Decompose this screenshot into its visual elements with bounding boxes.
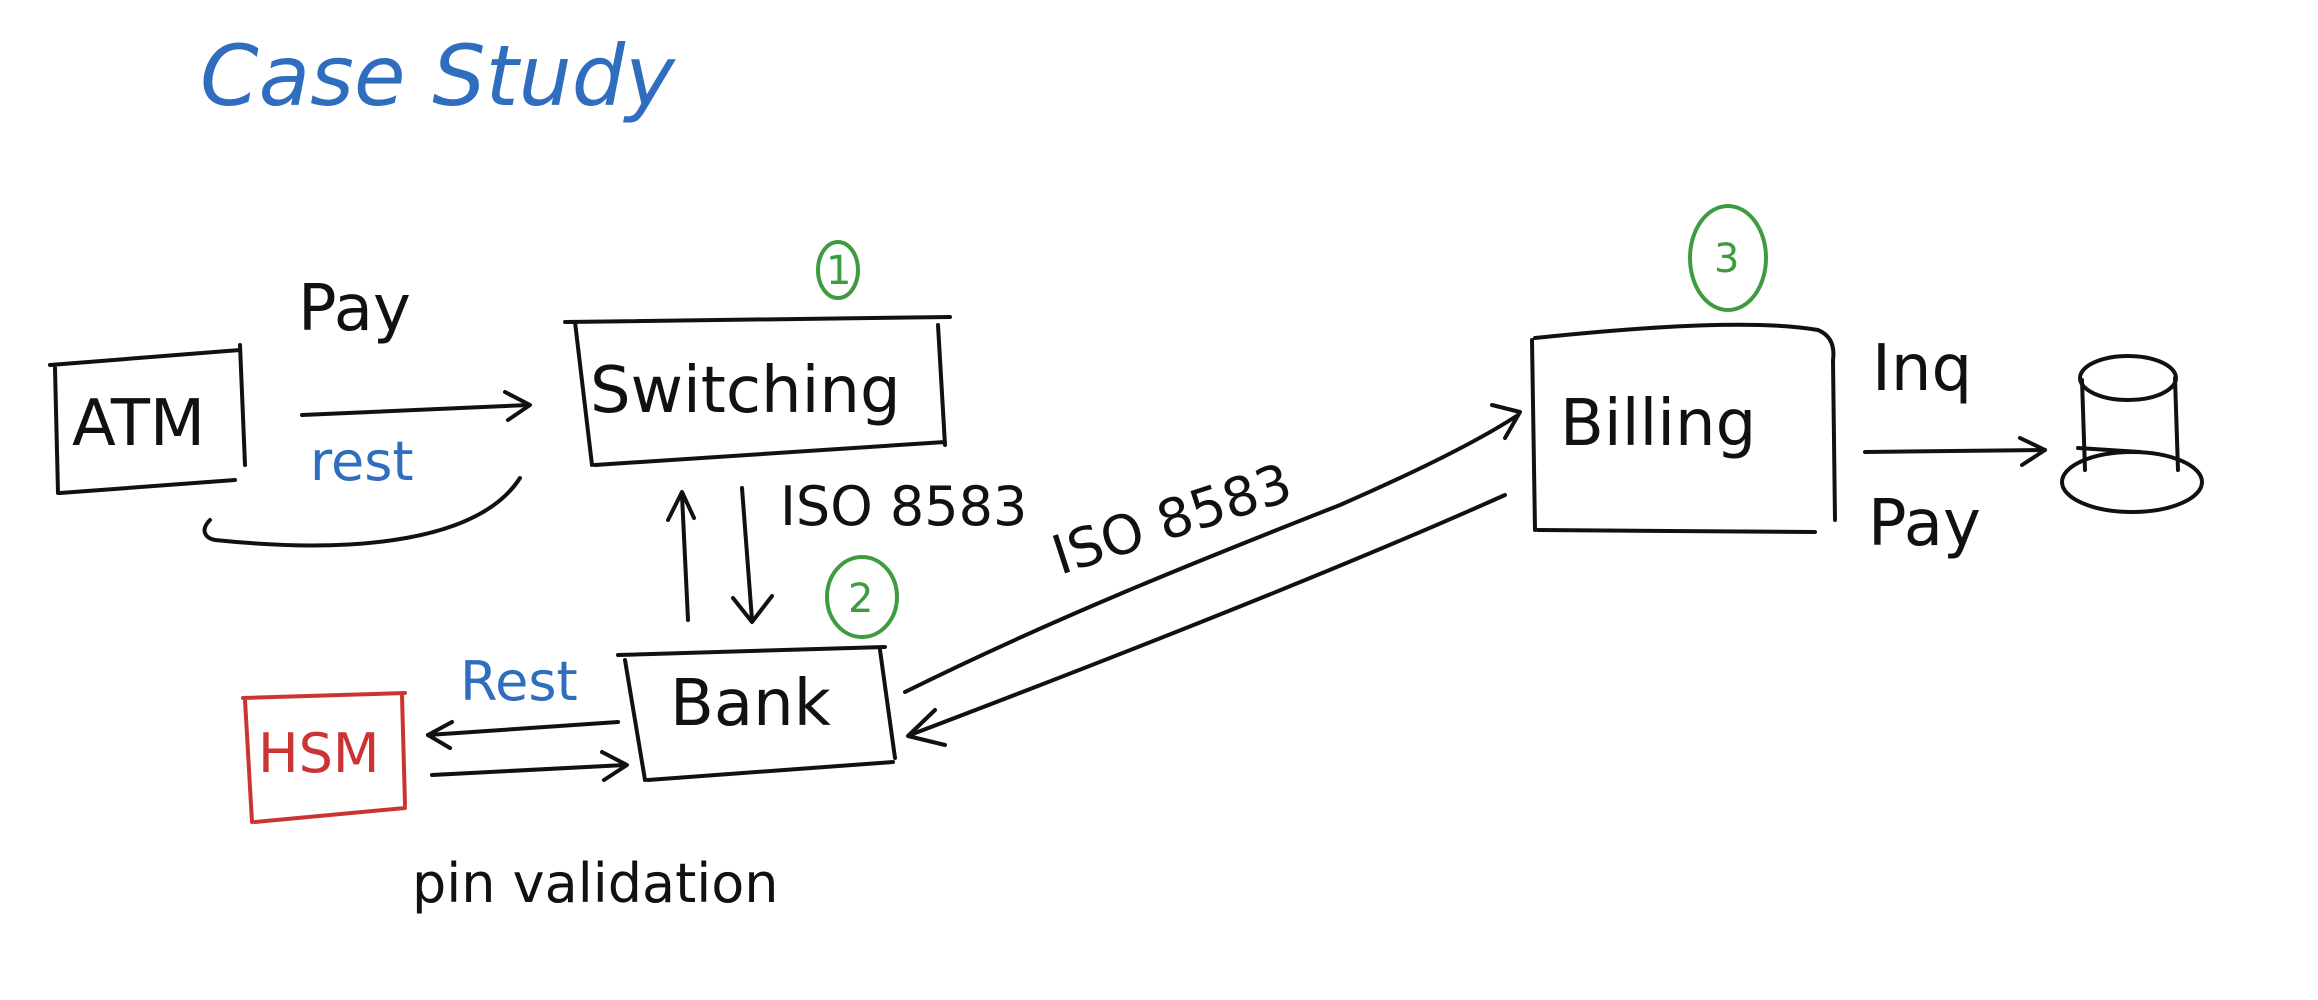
hsm-node: HSM	[241, 691, 407, 824]
step-badge-2-label: 2	[848, 576, 873, 622]
bank-billing-iso-label: ISO 8583	[1045, 451, 1300, 587]
bank-node: Bank	[616, 645, 897, 782]
atm-label: ATM	[72, 387, 205, 461]
switching-to-atm-arrow	[202, 476, 522, 548]
billing-label: Billing	[1560, 387, 1756, 461]
billing-node: Billing	[1530, 322, 1837, 534]
bank-to-hsm-arrow	[426, 720, 620, 750]
hsm-to-bank-arrow	[430, 750, 629, 782]
switching-node: Switching	[563, 315, 952, 467]
atm-pay-label: Pay	[298, 272, 411, 346]
atm-to-switching-arrow	[300, 390, 532, 422]
bank-label: Bank	[670, 667, 831, 741]
atm-node: ATM	[48, 343, 247, 495]
step-badge-2: 2	[825, 555, 899, 639]
diagram-title: Case Study	[200, 27, 676, 125]
bank-to-switching-arrow	[666, 490, 696, 622]
billing-pay-label: Pay	[1868, 487, 1981, 561]
switch-bank-iso-label: ISO 8583	[780, 475, 1027, 538]
switching-to-bank-arrow	[731, 486, 774, 624]
billing-to-database-arrow	[1863, 436, 2047, 467]
pin-validation-label: pin validation	[412, 852, 779, 915]
database-icon	[2060, 354, 2204, 514]
billing-inq-label: Inq	[1872, 332, 1972, 406]
step-badge-1: 1	[816, 240, 860, 300]
step-badge-3: 3	[1688, 204, 1768, 312]
billing-to-bank-arrow	[906, 493, 1507, 747]
step-badge-3-label: 3	[1714, 236, 1739, 282]
bank-hsm-rest-label: Rest	[460, 650, 578, 713]
switching-label: Switching	[590, 354, 901, 428]
bank-to-billing-arrow	[903, 403, 1522, 694]
atm-rest-label: rest	[310, 430, 414, 493]
hsm-label: HSM	[258, 722, 379, 785]
step-badge-1-label: 1	[826, 248, 851, 294]
